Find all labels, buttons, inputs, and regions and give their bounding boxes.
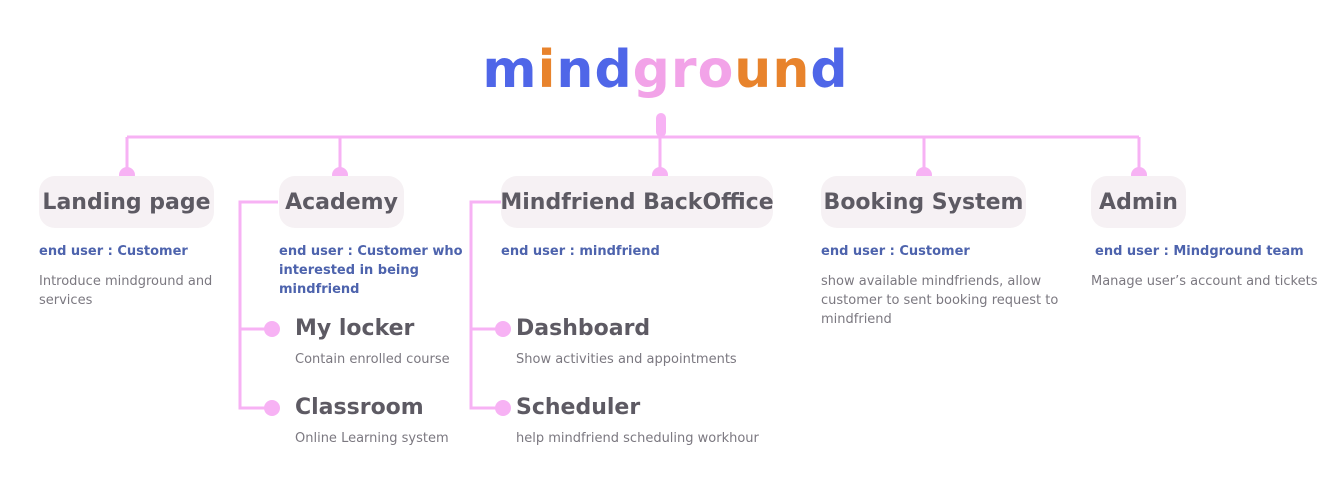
logo-letter: g [632,40,671,100]
logo-letter: i [537,40,557,100]
logo-wordmark: mindground [482,38,848,102]
academy-end-user-line: mindfriend [279,282,360,297]
logo-letter: n [556,40,595,100]
booking-description-line: show available mindfriends, allow [821,274,1042,289]
booking-description: show available mindfriends, allow custom… [821,272,1058,329]
logo-letter: u [734,40,773,100]
booking-description-line: mindfriend [821,312,892,327]
landing-description: Introduce mindground and services [39,272,212,310]
mindground-logo: mindground [0,38,1331,102]
booking-description-line: customer to sent booking request to [821,293,1059,308]
logo-letter: d [810,40,849,100]
landing-end-user: end user : Customer [39,244,188,259]
admin-description: Manage user’s account and tickets [1091,274,1318,289]
subnode-scheduler: Scheduler [516,395,641,420]
subnode-my-locker: My locker [295,316,415,341]
node-booking-system: Booking System [821,176,1026,228]
academy-end-user-line: end user : Customer who [279,244,463,259]
logo-letter: d [594,40,633,100]
connector-group [125,118,1141,410]
node-mindfriend-backoffice: Mindfriend BackOffice [500,176,774,228]
dashboard-description: Show activities and appointments [516,352,737,367]
logo-letter: r [670,40,698,100]
academy-end-user: end user : Customer who interested in be… [279,242,463,299]
trunk-cap [656,113,666,137]
landing-description-line: Introduce mindground and [39,274,213,289]
admin-end-user: end user : Mindground team [1095,244,1304,259]
dot-classroom [264,400,280,416]
dot-scheduler [495,400,511,416]
backoffice-branch [469,200,503,410]
scheduler-description: help mindfriend scheduling workhour [516,431,759,446]
academy-end-user-line: interested in being [279,263,419,278]
node-academy: Academy [279,176,404,228]
dot-dashboard [495,321,511,337]
logo-letter: m [482,40,538,100]
booking-end-user: end user : Customer [821,244,970,259]
node-landing-page: Landing page [39,176,214,228]
subnode-dashboard: Dashboard [516,316,651,341]
my-locker-description: Contain enrolled course [295,352,450,367]
landing-description-line: services [39,293,93,308]
academy-branch [238,200,278,410]
logo-letter: o [697,40,735,100]
backoffice-end-user: end user : mindfriend [501,244,660,259]
logo-letter: n [772,40,811,100]
dot-my-locker [264,321,280,337]
classroom-description: Online Learning system [295,431,449,446]
subnode-classroom: Classroom [295,395,424,420]
connector-dots [119,113,1147,416]
node-admin: Admin [1091,176,1186,228]
